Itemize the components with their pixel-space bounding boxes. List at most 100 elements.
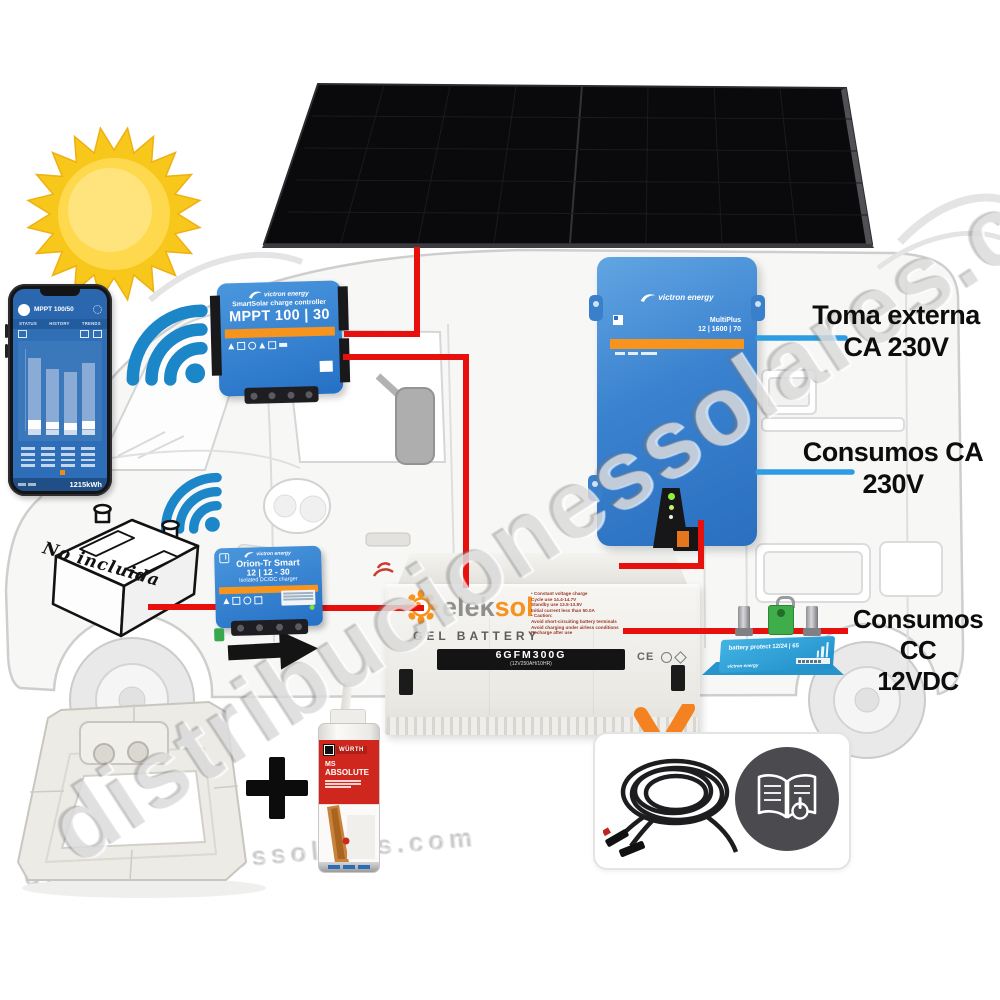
mount-ear [589, 295, 603, 321]
qr-label [613, 315, 623, 325]
mount-ear2 [751, 295, 765, 321]
certification-icons [218, 335, 342, 351]
bluetooth-icon [219, 553, 230, 564]
panel-frame-edge [841, 88, 872, 244]
battery-type: GEL BATTERY [413, 629, 541, 643]
wifi-icon-large [126, 304, 208, 386]
orion-dc-dc-charger: victron energy Orion-Tr Smart 12 | 12 - … [213, 545, 324, 642]
camera-icon [80, 330, 89, 339]
battery-model-bar: 6GFM300G (12V250AH/10HR) [437, 649, 625, 670]
inverter-model: 12 | 1600 | 70 [698, 326, 741, 333]
fine-print [325, 780, 379, 788]
tab-trends: TRENDS [81, 321, 101, 327]
wifi-icon-small [160, 472, 222, 534]
app-footer: 1215kWh [13, 477, 107, 491]
green-terminal [214, 628, 225, 642]
mount-opening [60, 769, 207, 850]
device-avatar [18, 303, 30, 316]
inverter-product: MultiPlus [709, 317, 741, 324]
starter-battery-drawing [51, 503, 200, 638]
callout-consumos-ca: Consumos CA 230V [802, 437, 984, 499]
manual-book-icon [757, 774, 817, 820]
status-led2 [668, 505, 674, 510]
victronconnect-app-screen: MPPT 100/50 STATUS HISTORY TRENDS [13, 289, 107, 491]
mppt-model: MPPT 100 | 30 [228, 306, 330, 326]
victron-logo: victron energy [727, 662, 759, 669]
wurth-screw-icon [323, 744, 335, 756]
eleksol-sun-icon [403, 589, 439, 625]
gear-icon [93, 304, 102, 314]
gland-port-2 [127, 741, 149, 763]
recycle-icons [661, 651, 687, 664]
product-line2: ABSOLUTE [325, 768, 369, 777]
status-led3 [669, 515, 673, 519]
mppt-terminals [244, 386, 319, 404]
app-title: MPPT 100/50 [34, 305, 74, 313]
ce-mark: CE [637, 651, 655, 663]
mc4-connectors [603, 827, 645, 857]
orion-subtitle: Isolated DC/DC charger [239, 576, 298, 584]
gel-battery: eleksol GEL BATTERY 6GFM300G (12V250AH/1… [385, 553, 700, 735]
pointer-hand-icon [791, 797, 809, 820]
victron-wing-icon [641, 294, 656, 302]
silver-band [319, 862, 379, 872]
spec-row [597, 352, 757, 355]
terminal-stud-right [806, 606, 818, 634]
battery-model: 6GFM300G [495, 649, 567, 661]
brand-elek: elek [442, 591, 495, 622]
alert-marker [59, 469, 65, 475]
handle-slot-right [671, 665, 685, 691]
door-handle [365, 532, 411, 547]
fullscreen-icon [18, 330, 27, 339]
battery-protect: battery protect 12/24 | 65 victron energ… [702, 596, 844, 678]
chart-axis [20, 349, 26, 432]
accessories-card [593, 732, 851, 870]
battery-ribs [387, 717, 698, 735]
total-yield-value: 1215kWh [69, 479, 102, 489]
solar-cable-coil [603, 758, 739, 857]
brand-sol: sol [494, 591, 534, 622]
history-bar [64, 372, 77, 436]
sealant-cartridge: WÜRTH MS ABSOLUTE [306, 681, 390, 876]
victron-logo: victron energy [214, 550, 321, 559]
tab-status: STATUS [19, 321, 37, 327]
status-led-green [667, 493, 675, 500]
app-stats-rows [13, 442, 107, 477]
status-led [309, 604, 315, 610]
tab-history: HISTORY [49, 321, 70, 327]
gland-port-1 [93, 743, 115, 765]
callout-consumos-cc: Consumos CC 12VDC [852, 604, 984, 696]
victron-logo: victron energy [597, 293, 757, 302]
history-bar [28, 358, 41, 436]
battery-info-text: • Constant voltage charge Cycle use 14.4… [531, 591, 619, 636]
battery-top-face [397, 553, 688, 585]
orion-terminals [230, 618, 309, 636]
victron-logo: victron energy [217, 288, 341, 299]
terminal-nut-left [735, 628, 753, 636]
victron-wing-icon [249, 291, 262, 299]
history-bar [82, 362, 95, 436]
pin-markings [796, 658, 830, 664]
headlight-inner2 [299, 495, 327, 523]
victron-wing-icon [244, 552, 255, 558]
mppt-charge-controller: victron energy SmartSolar charge control… [209, 280, 351, 404]
qr-label [319, 360, 333, 372]
product-line1: MS [325, 761, 336, 768]
settings-icon [93, 330, 102, 339]
orange-stripe [609, 339, 745, 349]
app-toolbar [13, 328, 107, 340]
phone-notch [40, 289, 80, 296]
callout-toma-externa: Toma externa CA 230V [812, 300, 980, 362]
smartphone: MPPT 100/50 STATUS HISTORY TRENDS [5, 284, 112, 496]
phone-volume-button [5, 324, 8, 338]
spec-box [281, 589, 316, 606]
flow-arrow [227, 630, 318, 670]
ac-connector [673, 527, 703, 551]
roof-mount-kit [16, 700, 266, 898]
plus-sign-bar [246, 780, 308, 796]
mount-ear3 [588, 475, 602, 501]
terminal-stud-left [738, 606, 750, 634]
phone-volume-button2 [5, 344, 8, 358]
cable-gland [79, 721, 169, 765]
